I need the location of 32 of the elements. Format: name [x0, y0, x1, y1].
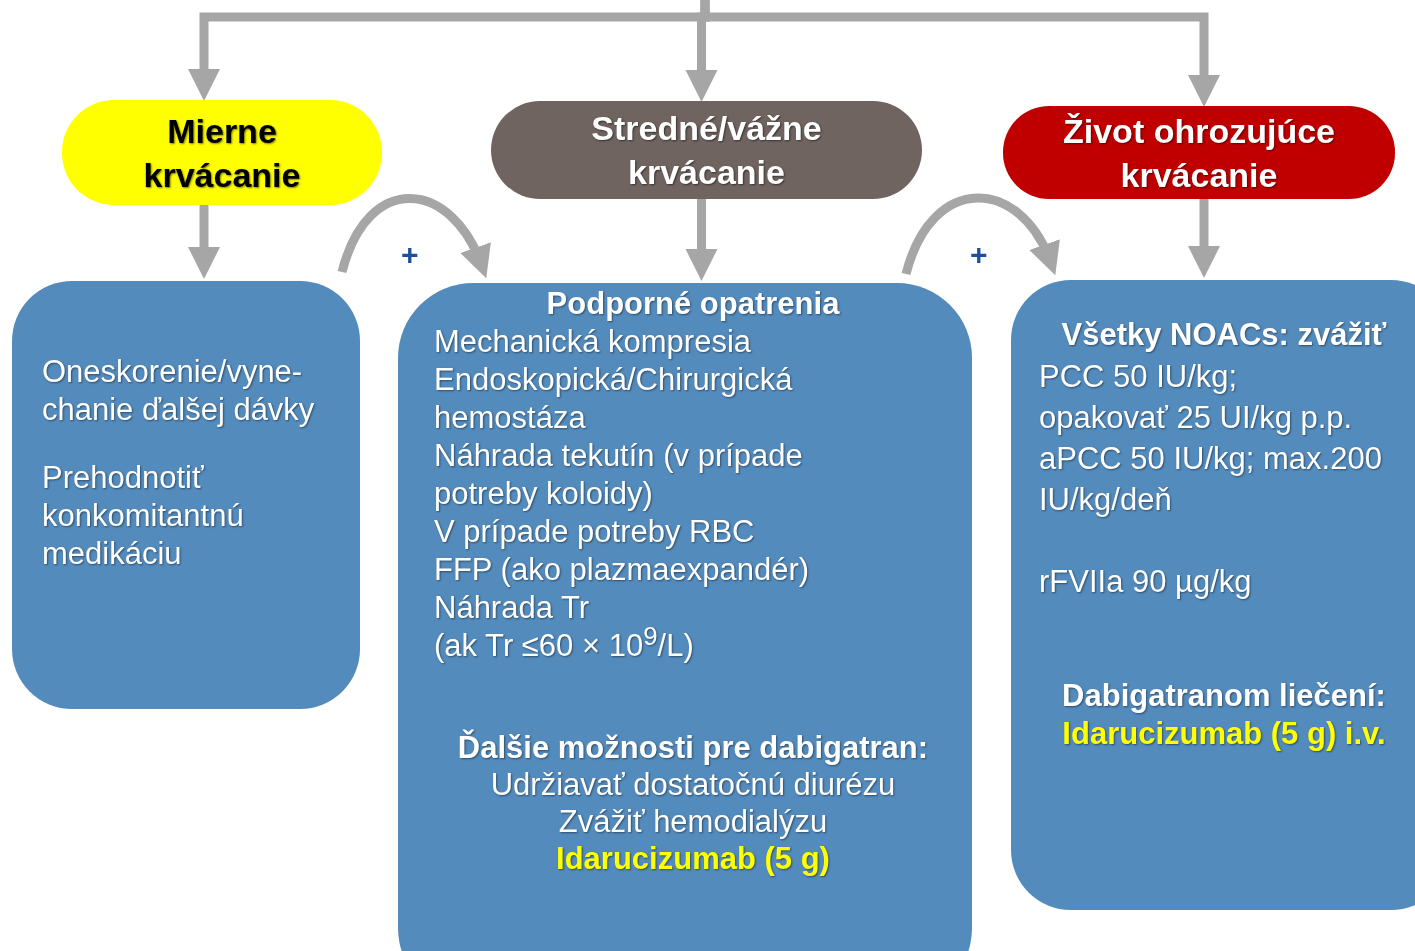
arrow [700, 0, 1221, 107]
arrow [1187, 199, 1221, 278]
treatment-text: Oneskorenie/vyne- chanie ďalšej dávky [42, 353, 316, 429]
treatment-text: Zvážiť hemodialýzu [557, 803, 829, 840]
treatment-text: Prehodnotiť konkomitantnú medikáciu [42, 459, 245, 573]
treatment-box [398, 283, 972, 951]
treatment-box [12, 281, 360, 709]
treatment-text: rFVIIa 90 µg/kg [1039, 563, 1253, 601]
arrow [337, 194, 490, 278]
treatment-text: PCC 50 IU/kg; opakovať 25 UI/kg p.p. [1039, 358, 1354, 437]
treatment-text: Idarucizumab (5 g) i.v. [1061, 715, 1387, 753]
treatment-text: aPCC 50 IU/kg; max.200 IU/kg/deň [1039, 440, 1383, 519]
section-heading: Ďalšie možnosti pre dabigatran: [456, 729, 930, 766]
arrow [685, 199, 718, 281]
treatment-text: V prípade potreby RBC [434, 513, 756, 551]
node-title: Život ohrozujúce krvácanie [1062, 110, 1336, 196]
section-heading: Dabigatranom liečení: [1061, 677, 1387, 715]
section-heading: Všetky NOACs: zvážiť [1060, 316, 1388, 354]
treatment-text: Mechanická kompresia [434, 323, 753, 361]
treatment-text: FFP (ako plazmaexpandér) [434, 551, 811, 589]
arrow [901, 193, 1059, 276]
node-title: Mierne krvácanie [142, 110, 302, 196]
treatment-text: Endoskopická/Chirurgická hemostáza [434, 361, 794, 437]
treatment-text: Náhrada tekutín (v prípade potreby koloidy) [434, 437, 804, 513]
treatment-text: Idarucizumab (5 g) [555, 840, 831, 877]
treatment-text: Náhrada Tr [434, 589, 591, 627]
treatment-text: (ak Tr ≤60 × 10$^{9}$/L) [434, 627, 695, 665]
section-heading: Podporné opatrenia [545, 285, 841, 323]
arrow [187, 205, 221, 279]
treatment-text: Udržiavať dostatočnú diurézu [489, 766, 897, 803]
node-title: Stredné/vážne krvácanie [590, 108, 823, 193]
treatment-box [1011, 280, 1415, 910]
